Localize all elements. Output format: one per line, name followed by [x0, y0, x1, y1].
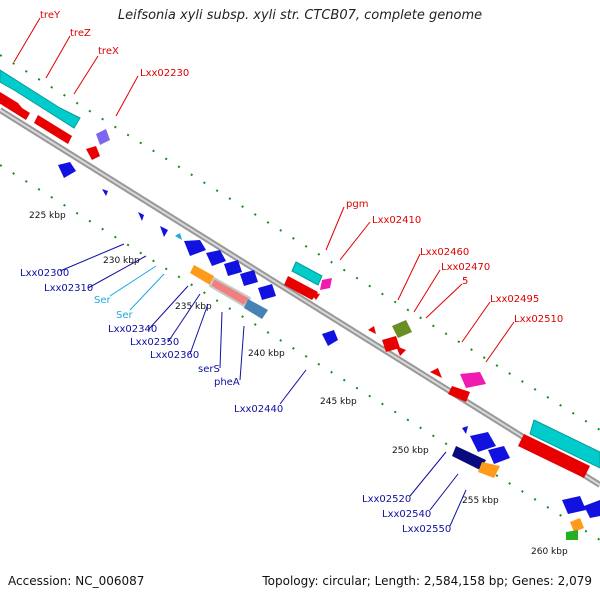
label-treY: treY — [40, 10, 61, 21]
scale-label-245: 245 kbp — [320, 397, 357, 407]
label-lxx02510: Lxx02510 — [514, 314, 563, 325]
label-pheA: pheA — [214, 377, 240, 388]
label-lxx02495: Lxx02495 — [490, 294, 539, 305]
label-lxx02520: Lxx02520 — [362, 494, 411, 505]
label-lxx02470: Lxx02470 — [441, 262, 490, 273]
cyan-leader-lines — [109, 265, 165, 311]
label-ser-1: Ser — [94, 295, 112, 306]
blue-leader-lines — [59, 243, 467, 527]
label-lxx02230: Lxx02230 — [140, 68, 189, 79]
red-leader-lines — [13, 17, 515, 363]
gene-feature-pgm — [284, 261, 332, 300]
scale-label-255: 255 kbp — [462, 496, 499, 506]
label-lxx02300: Lxx02300 — [20, 268, 69, 279]
tick-row-inner — [0, 164, 600, 541]
map-title: Leifsonia xyli subsp. xyli str. CTCB07, … — [117, 8, 483, 23]
scale-label-235: 235 kbp — [175, 302, 212, 312]
blue-labels: Lxx02300 Lxx02310 Lxx02340 Lxx02350 Lxx0… — [20, 268, 451, 535]
label-ser-2: Ser — [116, 310, 134, 321]
gene-feature-tre-block — [0, 69, 81, 144]
label-lxx02340: Lxx02340 — [108, 324, 157, 335]
scale-label-225: 225 kbp — [29, 211, 66, 221]
gene-feature-middle-cluster — [184, 240, 276, 319]
label-serS: serS — [198, 364, 220, 375]
label-treX: treX — [98, 46, 119, 57]
label-5: 5 — [462, 276, 468, 287]
gene-feature-blue-1 — [58, 162, 76, 178]
label-lxx02440: Lxx02440 — [234, 404, 283, 415]
gene-feature-blue-3 — [138, 212, 144, 221]
gene-feature-lxx02230 — [96, 129, 110, 145]
gene-feature-lxx02460 — [382, 320, 412, 356]
gene-feature-red-5 — [430, 368, 442, 378]
gene-feature-bottom-cluster — [452, 426, 510, 478]
gene-feature-blue-2 — [102, 189, 108, 196]
gene-feature-right-edge — [518, 419, 600, 540]
scale-label-230: 230 kbp — [103, 256, 140, 266]
tick-row-outer — [0, 54, 600, 431]
gene-feature-blue-4 — [160, 226, 168, 237]
scale-label-260: 260 kbp — [531, 547, 568, 557]
label-lxx02550: Lxx02550 — [402, 524, 451, 535]
accession-text: Accession: NC_006087 — [8, 574, 145, 588]
label-lxx02460: Lxx02460 — [420, 247, 469, 258]
label-pgm: pgm — [346, 199, 368, 210]
label-lxx02310: Lxx02310 — [44, 283, 93, 294]
cyan-labels: Ser Ser — [94, 295, 134, 321]
gene-feature-blue-5 — [322, 330, 338, 346]
scale-label-250: 250 kbp — [392, 446, 429, 456]
gene-feature-ser — [175, 233, 182, 240]
label-lxx02540: Lxx02540 — [382, 509, 431, 520]
gene-feature-lxx02495 — [448, 372, 486, 402]
label-lxx02360: Lxx02360 — [150, 350, 199, 361]
gene-feature-red-small — [368, 326, 376, 334]
topology-summary: Topology: circular; Length: 2,584,158 bp… — [262, 574, 592, 588]
label-lxx02410: Lxx02410 — [372, 215, 421, 226]
backbone-highlight — [0, 109, 600, 486]
label-treZ: treZ — [70, 28, 91, 39]
red-labels: treY treZ treX Lxx02230 pgm Lxx02410 Lxx… — [40, 10, 563, 325]
scale-label-240: 240 kbp — [248, 349, 285, 359]
gene-feature-lxx02230-b — [86, 146, 100, 160]
label-lxx02350: Lxx02350 — [130, 337, 179, 348]
